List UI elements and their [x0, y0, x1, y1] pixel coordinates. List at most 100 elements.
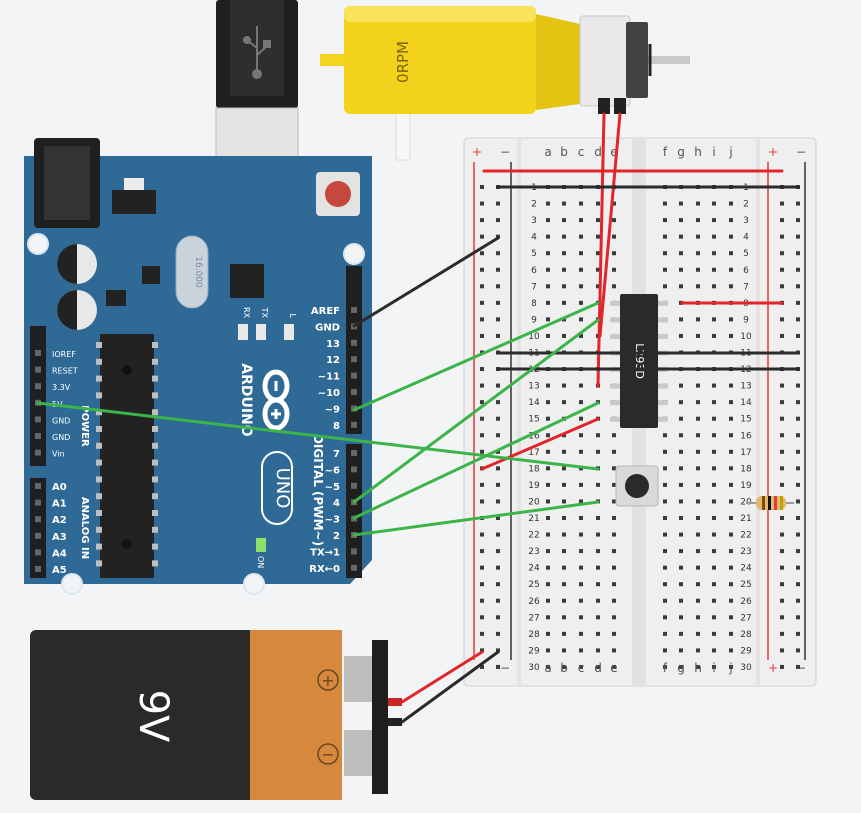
row-number-left: 20	[528, 497, 540, 507]
column-label: f	[663, 661, 668, 675]
gnd-wire-black[interactable]	[352, 236, 500, 328]
pin-label: 13	[326, 339, 340, 350]
header-pin[interactable]	[351, 564, 357, 571]
pin-label: GND	[52, 433, 70, 442]
pin-label: ~9	[325, 404, 340, 415]
l293d-chip[interactable]: L293D	[610, 294, 668, 428]
battery-9v[interactable]: 9V + −	[30, 630, 402, 800]
pin-label: A0	[52, 482, 67, 493]
row-number-right: 9	[743, 315, 749, 325]
header-pin[interactable]	[35, 433, 41, 439]
row-number-left: 4	[531, 233, 537, 243]
column-label: j	[728, 145, 732, 159]
column-label: d	[594, 145, 602, 159]
header-pin[interactable]	[35, 383, 41, 390]
arduino-logo	[262, 369, 290, 431]
dc-motor[interactable]: 0RPM	[320, 6, 690, 161]
header-pin[interactable]	[351, 339, 357, 346]
pin-label: 3.3V	[52, 383, 71, 392]
pin-label: A2	[52, 515, 67, 526]
row-number-right: 17	[740, 448, 751, 458]
row-number-right: 4	[743, 233, 749, 243]
pin-label: A3	[52, 532, 67, 543]
column-label: g	[677, 145, 685, 159]
column-label: b	[560, 145, 568, 159]
header-pin[interactable]	[351, 356, 357, 363]
row-number-left: 14	[528, 398, 540, 408]
header-pin[interactable]	[35, 449, 41, 456]
header-pin[interactable]	[35, 549, 41, 556]
header-pin[interactable]	[351, 372, 357, 379]
column-label: c	[578, 661, 585, 675]
header-pin[interactable]	[35, 532, 41, 539]
row-number-left: 13	[528, 382, 539, 392]
row-number-left: 9	[531, 315, 537, 325]
battery-wire-black[interactable]	[400, 650, 500, 724]
arduino-model-label: UNO	[272, 468, 293, 509]
wire-pin2[interactable]	[352, 500, 600, 537]
pin-label: IOREF	[52, 350, 76, 359]
wire-5v[interactable]	[36, 401, 600, 471]
wire-pin3[interactable]	[352, 401, 600, 520]
row-number-left: 18	[528, 464, 540, 474]
header-pin[interactable]	[35, 483, 41, 489]
pin-label: A5	[52, 565, 67, 576]
column-label: i	[712, 661, 715, 675]
pin-label: 2	[333, 531, 340, 542]
row-number-left: 22	[528, 531, 539, 541]
l-led-label: L	[288, 314, 297, 319]
row-number-left: 10	[528, 332, 540, 342]
row-number-right: 22	[740, 531, 751, 541]
row-number-right: 16	[740, 431, 752, 441]
pin-label: 4	[333, 498, 340, 509]
row-number-right: 21	[740, 514, 751, 524]
row-number-right: 18	[740, 464, 752, 474]
rx-label: RX	[242, 307, 251, 319]
column-label: b	[560, 661, 568, 675]
header-pin[interactable]	[35, 350, 41, 356]
column-label: e	[610, 145, 617, 159]
battery-minus-label: −	[321, 745, 334, 764]
header-pin[interactable]	[351, 548, 357, 555]
header-pin[interactable]	[35, 566, 41, 572]
row-number-right: 10	[740, 332, 752, 342]
power-label: POWER	[79, 405, 90, 447]
wire-pin4[interactable]	[352, 318, 600, 504]
row-number-right: 15	[740, 415, 751, 425]
pin-label: ~10	[318, 388, 340, 399]
wire-pin9[interactable]	[352, 301, 600, 412]
column-label: h	[694, 145, 702, 159]
digital-label: DIGITAL (PWM~)	[311, 434, 325, 546]
ic-en-wire-red[interactable]	[480, 417, 600, 471]
battery-voltage-label: 9V	[130, 690, 176, 743]
resistor[interactable]	[746, 496, 794, 510]
header-pin[interactable]	[351, 421, 357, 428]
rail-plus-label-br: +	[768, 661, 778, 675]
row-number-right: 23	[740, 547, 751, 557]
push-button[interactable]	[615, 465, 659, 507]
header-pin[interactable]	[351, 389, 357, 395]
column-label: h	[694, 661, 702, 675]
header-pin[interactable]	[35, 416, 41, 423]
header-pin[interactable]	[351, 482, 357, 489]
header-pin[interactable]	[351, 307, 357, 313]
column-label: i	[712, 145, 715, 159]
row-number-left: 28	[528, 630, 540, 640]
motor-wire-red-2[interactable]	[598, 112, 622, 338]
row-number-left: 21	[528, 514, 539, 524]
header-pin[interactable]	[35, 499, 41, 506]
motor-wire-red-1[interactable]	[596, 112, 606, 388]
battery-wire-red[interactable]	[400, 650, 484, 704]
row-number-left: 15	[528, 415, 539, 425]
header-pin[interactable]	[351, 466, 357, 473]
header-pin[interactable]	[35, 366, 41, 373]
header-pin[interactable]	[351, 450, 357, 456]
row-number-left: 25	[528, 580, 539, 590]
row-number-right: 28	[740, 630, 752, 640]
header-pin[interactable]	[35, 516, 41, 523]
pin-label: 12	[326, 355, 340, 366]
row-number-right: 6	[743, 266, 749, 276]
arduino-uno-board[interactable]: 16.000 RX TX L ARDUINO UNO DIGITAL (PWM~…	[24, 138, 372, 595]
row-number-left: 7	[531, 282, 537, 292]
pin-label: RESET	[52, 367, 78, 376]
